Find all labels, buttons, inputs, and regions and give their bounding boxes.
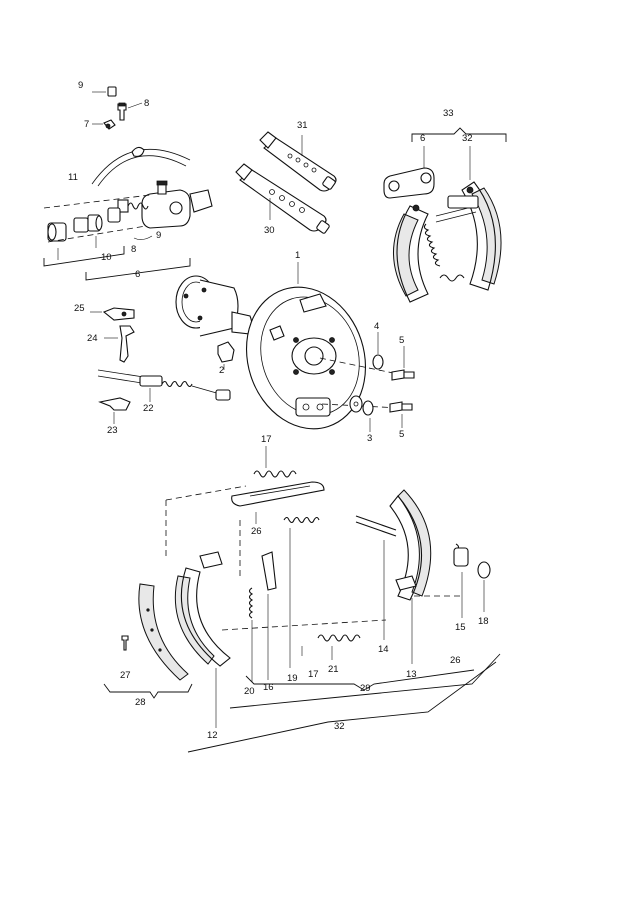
callout-26-right: 26: [450, 655, 461, 666]
callout-9-mid: 9: [156, 230, 161, 241]
callout-6-right: 6: [420, 133, 425, 144]
callout-13: 13: [406, 669, 417, 680]
callout-29: 29: [360, 683, 371, 694]
callout-25: 25: [74, 303, 85, 314]
callout-labels: 9 8 7 11 10 8 9 6 31 30 33 6 32 1 2 4 5 …: [68, 80, 489, 741]
callout-12: 12: [207, 730, 218, 741]
callout-22: 22: [143, 403, 154, 414]
grease-tubes: [235, 131, 337, 234]
callout-20: 20: [244, 686, 255, 697]
callout-5-top: 5: [399, 335, 404, 346]
callout-19: 19: [287, 673, 298, 684]
callout-32-top: 32: [462, 133, 473, 144]
callout-32-bot: 32: [334, 721, 345, 732]
callout-6-left: 6: [135, 269, 140, 280]
callout-4: 4: [374, 321, 379, 332]
callout-26-mid: 26: [251, 526, 262, 537]
callout-8-top: 8: [144, 98, 149, 109]
callout-21: 21: [328, 664, 339, 675]
callout-17-top: 17: [261, 434, 272, 445]
callout-2: 2: [219, 365, 224, 376]
callout-24: 24: [87, 333, 98, 344]
callout-8-mid: 8: [131, 244, 136, 255]
callout-28: 28: [135, 697, 146, 708]
callout-17-bot: 17: [308, 669, 319, 680]
backing-plate-hub: [175, 262, 415, 432]
callout-5-bot: 5: [399, 429, 404, 440]
callout-10: 10: [101, 252, 112, 263]
callout-31: 31: [297, 120, 308, 131]
callout-1: 1: [295, 250, 300, 261]
callout-16: 16: [263, 682, 274, 693]
handbrake-cable-parts: [90, 307, 231, 424]
callout-23: 23: [107, 425, 118, 436]
callout-3: 3: [367, 433, 372, 444]
callout-27: 27: [120, 670, 131, 681]
callout-11: 11: [68, 172, 78, 183]
callout-30: 30: [264, 225, 275, 236]
callout-33: 33: [443, 108, 454, 119]
assembled-shoe-set: [383, 127, 507, 303]
callout-7: 7: [84, 119, 89, 130]
callout-9-top: 9: [78, 80, 83, 91]
callout-15: 15: [455, 622, 466, 633]
exploded-shoe-parts: [103, 446, 501, 753]
wheel-cylinder-assembly: [43, 86, 213, 281]
callout-18: 18: [478, 616, 489, 627]
callout-14: 14: [378, 644, 389, 655]
